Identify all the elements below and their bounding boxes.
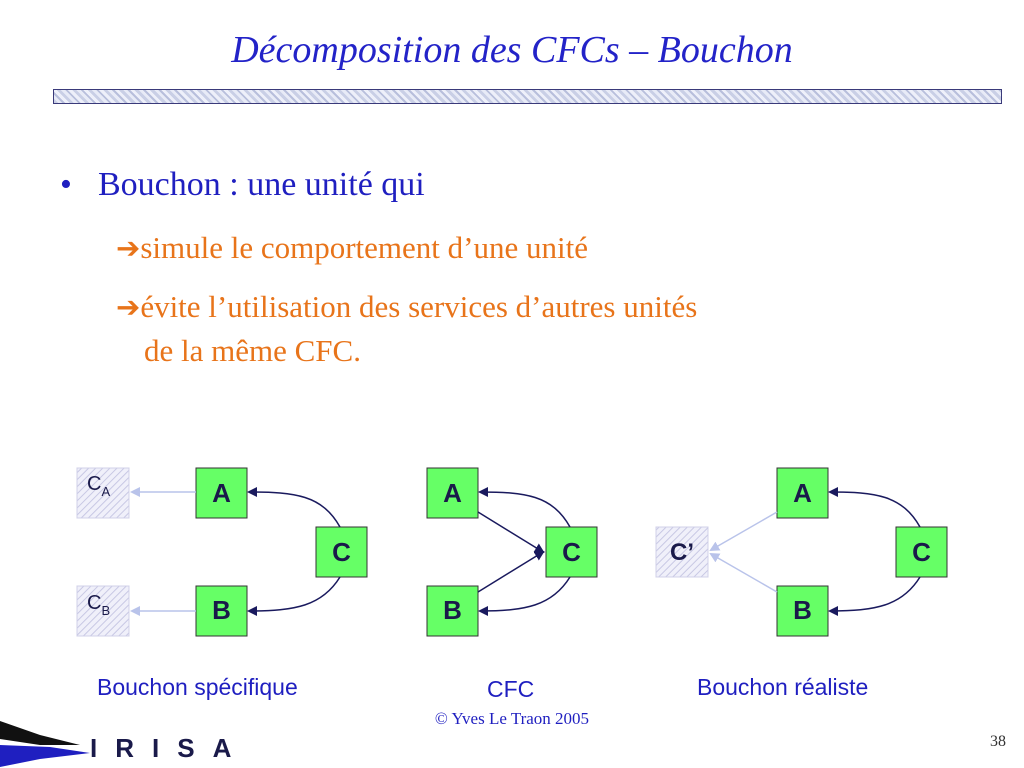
cfc-diagram: CA CB A C B A bbox=[76, 467, 948, 637]
group-bouchon-realiste: C’ A C B bbox=[655, 467, 948, 637]
sub-item-2-text-line1: évite l’utilisation des services d’autre… bbox=[140, 289, 698, 324]
node-c-label: C bbox=[332, 537, 351, 567]
sub-item-2: ➔évite l’utilisation des services d’autr… bbox=[116, 285, 916, 372]
node-b-label: B bbox=[212, 595, 231, 625]
node-c: C bbox=[315, 526, 368, 578]
edge-c-to-a bbox=[247, 487, 341, 528]
svg-text:CA: CA bbox=[87, 473, 110, 499]
sub-item-1: ➔simule le comportement d’une unité bbox=[116, 226, 588, 270]
node-b: B bbox=[426, 585, 479, 637]
node-b: B bbox=[195, 585, 248, 637]
caption-bouchon-realiste: Bouchon réaliste bbox=[697, 674, 869, 700]
edge-a-to-stub bbox=[709, 511, 778, 551]
stub-c-prime-label: C’ bbox=[670, 539, 694, 566]
node-b-label: B bbox=[443, 595, 462, 625]
title-divider bbox=[53, 89, 1002, 104]
node-a-label: A bbox=[212, 478, 231, 508]
copyright: © Yves Le Traon 2005 bbox=[434, 709, 590, 728]
sub-item-1-text: simule le comportement d’une unité bbox=[140, 230, 588, 265]
edge-c-to-b bbox=[828, 576, 921, 616]
node-a-label: A bbox=[443, 478, 462, 508]
irisa-logo-icon bbox=[0, 721, 90, 767]
svg-text:CB: CB bbox=[87, 592, 110, 618]
node-c: C bbox=[895, 526, 948, 578]
node-c: C bbox=[545, 526, 598, 578]
stub-cb-sub: B bbox=[101, 603, 110, 618]
edge-b-to-stub bbox=[709, 553, 778, 593]
edge-c-to-b bbox=[247, 576, 341, 616]
slide-title: Décomposition des CFCs – Bouchon bbox=[231, 29, 793, 71]
edge-c-to-a bbox=[478, 487, 571, 528]
stub-c-prime: C’ bbox=[655, 526, 709, 578]
edge-c-to-a bbox=[828, 487, 921, 528]
caption-cfc: CFC bbox=[487, 676, 535, 702]
bullet-text: Bouchon : une unité qui bbox=[98, 166, 425, 203]
sub-item-2-text-line2: de la même CFC. bbox=[144, 333, 361, 368]
stub-cb: CB bbox=[76, 585, 130, 637]
stub-cb-main: C bbox=[87, 592, 101, 614]
node-c-label: C bbox=[562, 537, 581, 567]
arrow-right-icon: ➔ bbox=[116, 231, 141, 265]
node-b: B bbox=[776, 585, 829, 637]
node-a: A bbox=[776, 467, 829, 519]
group-cfc: A C B bbox=[426, 467, 598, 637]
irisa-logo-text: IRISA bbox=[90, 733, 250, 763]
stub-ca: CA bbox=[76, 467, 130, 519]
node-a-label: A bbox=[793, 478, 812, 508]
edge-c-to-b bbox=[478, 576, 571, 616]
arrow-right-icon: ➔ bbox=[116, 290, 141, 324]
stub-ca-main: C bbox=[87, 473, 101, 495]
edge-a-to-c bbox=[477, 511, 545, 554]
node-a: A bbox=[426, 467, 479, 519]
stub-ca-sub: A bbox=[101, 484, 110, 499]
node-c-label: C bbox=[912, 537, 931, 567]
node-a: A bbox=[195, 467, 248, 519]
page-number: 38 bbox=[990, 733, 1006, 750]
bullet-dot-icon: • bbox=[60, 166, 72, 203]
group-bouchon-specifique: CA CB A C B bbox=[76, 467, 368, 637]
caption-bouchon-specifique: Bouchon spécifique bbox=[97, 674, 298, 700]
bullet-item: • Bouchon : une unité qui bbox=[60, 166, 425, 204]
edge-b-to-c bbox=[477, 550, 545, 593]
node-b-label: B bbox=[793, 595, 812, 625]
